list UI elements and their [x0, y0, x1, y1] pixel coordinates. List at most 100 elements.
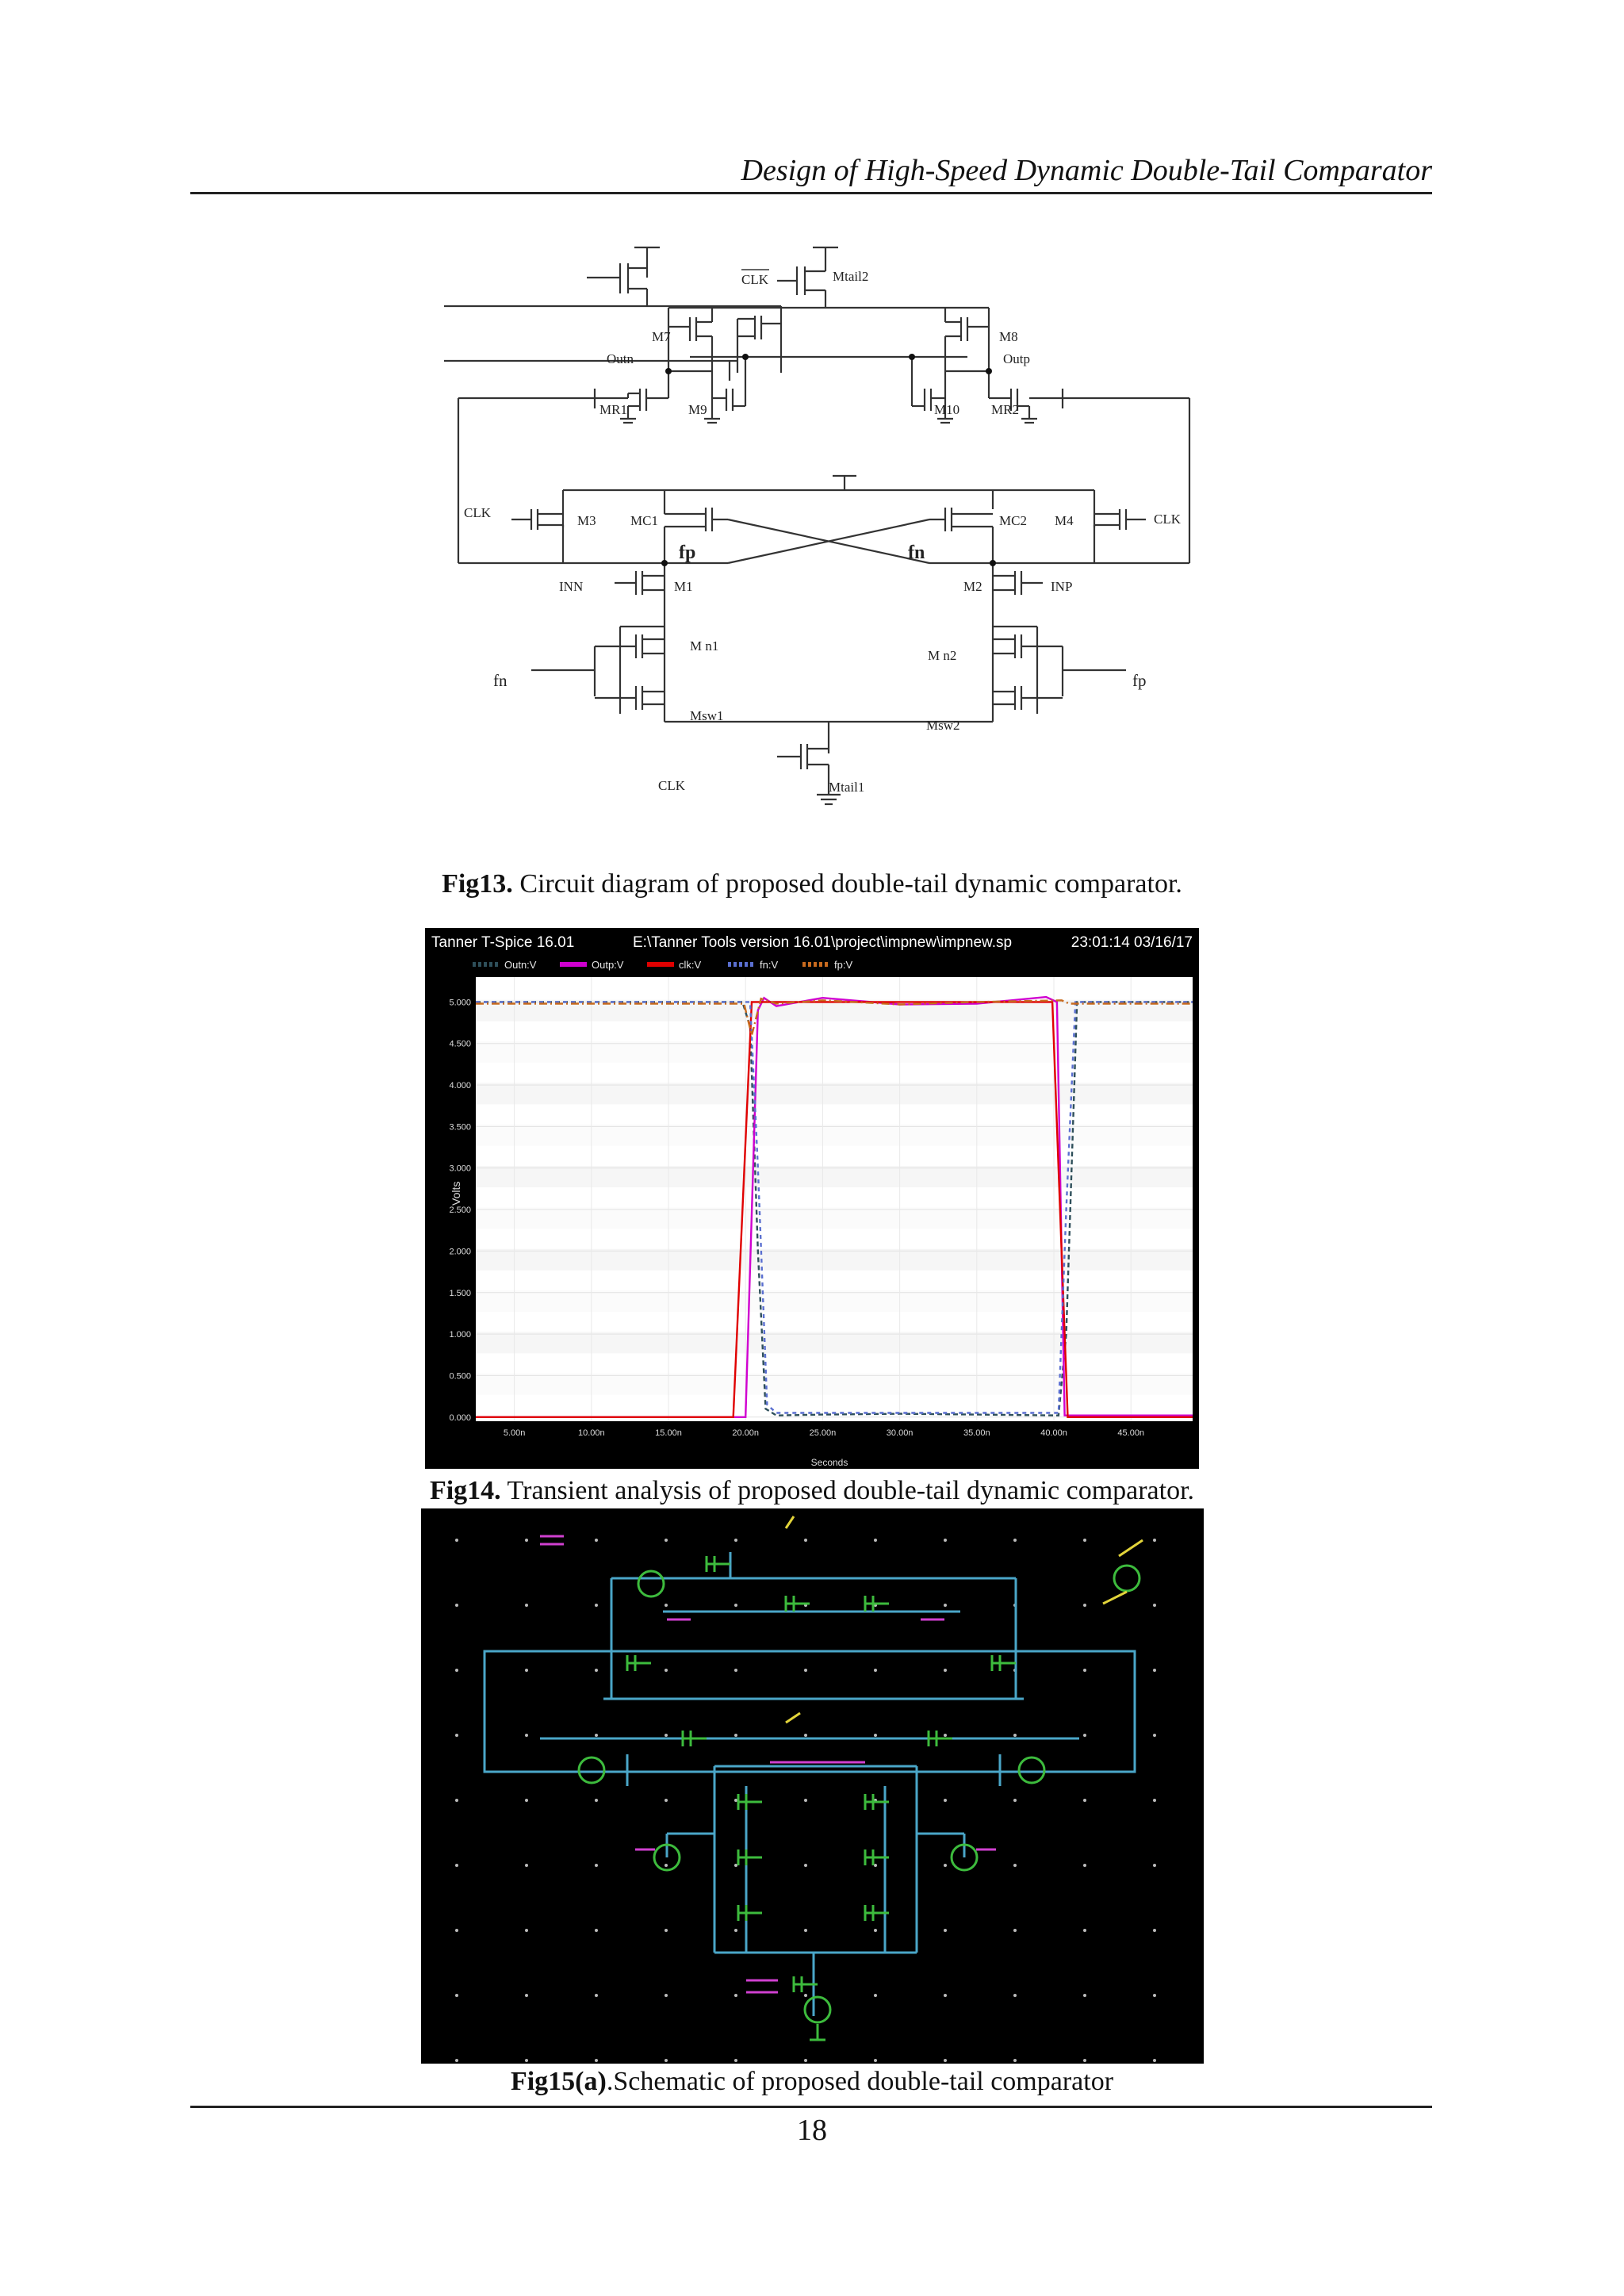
grid-band: [476, 1290, 1193, 1313]
grid-band: [476, 1373, 1193, 1395]
mtail2-label: Mtail2: [833, 269, 868, 284]
grid-dot: [734, 1929, 737, 1932]
x-tick-label: 30.00n: [887, 1428, 914, 1438]
y-axis-label: Volts: [450, 1182, 462, 1205]
series-line-outn-v: [476, 1001, 1193, 1416]
grid-dot: [455, 1929, 458, 1932]
outn-label: Outn: [607, 351, 634, 366]
grid-dot: [1083, 1734, 1086, 1737]
grid-dot: [944, 1734, 947, 1737]
grid-dot: [1153, 1604, 1156, 1607]
clk-right-label: CLK: [1154, 512, 1182, 527]
grid-dot: [525, 1799, 528, 1802]
grid-band: [476, 1207, 1193, 1229]
grid-dot: [1083, 1604, 1086, 1607]
grid-dot: [1153, 1669, 1156, 1672]
grid-dot: [595, 1734, 598, 1737]
y-tick-label: 4.000: [449, 1081, 471, 1091]
series-line-fp-v: [476, 997, 1193, 1036]
msw2-label: Msw2: [926, 718, 960, 733]
grid-dot: [734, 1994, 737, 1997]
grid-dot: [595, 2059, 598, 2062]
mn1-label: M n1: [690, 638, 718, 654]
grid-dot: [525, 1994, 528, 1997]
m8-label: M8: [999, 329, 1018, 344]
fn-node-label: fn: [908, 542, 925, 563]
y-tick-label: 5.000: [449, 998, 471, 1007]
y-tick-label: 3.000: [449, 1164, 471, 1174]
running-header: Design of High-Speed Dynamic Double-Tail…: [741, 154, 1432, 187]
grid-dot: [455, 1799, 458, 1802]
grid-dot: [525, 2059, 528, 2062]
figure13-caption-label: Fig13.: [442, 869, 513, 899]
grid-dot: [734, 2059, 737, 2062]
grid-dot: [1013, 1994, 1017, 1997]
m2-label: M2: [963, 579, 982, 594]
header-rule: [190, 192, 1432, 194]
mc2-label: MC2: [999, 513, 1027, 528]
legend-label: Outp:V: [592, 959, 624, 971]
grid-dot: [455, 2059, 458, 2062]
figure14-caption-text: Transient analysis of proposed double-ta…: [500, 1476, 1195, 1505]
file-path: E:\Tanner Tools version 16.01\project\im…: [633, 934, 1012, 951]
mr2-label: MR2: [991, 402, 1019, 417]
grid-dot: [734, 1734, 737, 1737]
grid-dot: [804, 2059, 807, 2062]
grid-dot: [525, 1734, 528, 1737]
grid-dot: [665, 1864, 668, 1867]
grid-dot: [455, 1734, 458, 1737]
x-tick-label: 25.00n: [810, 1428, 837, 1438]
grid-dot: [1153, 1864, 1156, 1867]
outp-label: Outp: [1003, 351, 1030, 366]
x-tick-label: 45.00n: [1117, 1428, 1144, 1438]
grid-dot: [455, 1994, 458, 1997]
grid-dot: [804, 1734, 807, 1737]
m7-label: M7: [652, 329, 671, 344]
grid-dot: [665, 1994, 668, 1997]
y-tick-label: 2.000: [449, 1247, 471, 1256]
circuit-diagram: CLK Mtail2 M7 M8 Outn Outp MR1 M9 M10 MR…: [444, 246, 1191, 806]
grid-dot: [595, 1864, 598, 1867]
grid-dot: [804, 1539, 807, 1542]
legend-label: fp:V: [834, 959, 852, 971]
grid-dot: [455, 1669, 458, 1672]
fn-input-label: fn: [493, 671, 508, 690]
grid-dot: [734, 1604, 737, 1607]
grid-dot: [525, 1604, 528, 1607]
app-title: Tanner T-Spice 16.01: [431, 934, 574, 951]
grid-dot: [734, 1539, 737, 1542]
x-tick-label: 5.00n: [504, 1428, 526, 1438]
m1-label: M1: [674, 579, 693, 594]
grid-dot: [595, 1604, 598, 1607]
grid-dot: [665, 1929, 668, 1932]
grid-dot: [874, 1929, 877, 1932]
grid-dot: [1083, 1539, 1086, 1542]
grid-dot: [944, 1539, 947, 1542]
grid-dot: [665, 1539, 668, 1542]
grid-dot: [804, 1864, 807, 1867]
grid-dot: [595, 1799, 598, 1802]
clk-bottom-label: CLK: [658, 778, 686, 793]
grid-band: [476, 1083, 1193, 1105]
grid-dot: [874, 1864, 877, 1867]
grid-dot: [455, 1539, 458, 1542]
x-tick-label: 15.00n: [655, 1428, 682, 1438]
grid-dot: [874, 2059, 877, 2062]
grid-dot: [665, 1799, 668, 1802]
inp-label: INP: [1051, 579, 1072, 594]
m3-label: M3: [577, 513, 596, 528]
grid-dot: [944, 1604, 947, 1607]
grid-dot: [1153, 2059, 1156, 2062]
grid-dot: [1083, 2059, 1086, 2062]
series-group: [476, 995, 1193, 1418]
m10-label: M10: [934, 402, 959, 417]
figure15-caption: Fig15(a).Schematic of proposed double-ta…: [0, 2066, 1624, 2098]
figure15-caption-text: .Schematic of proposed double-tail compa…: [606, 2067, 1114, 2096]
grid-band: [476, 1041, 1193, 1064]
grid-dot: [804, 1669, 807, 1672]
grid-dot: [734, 1669, 737, 1672]
grid-dot: [1013, 1539, 1017, 1542]
grid-dot: [665, 1669, 668, 1672]
grid-dot: [804, 1929, 807, 1932]
